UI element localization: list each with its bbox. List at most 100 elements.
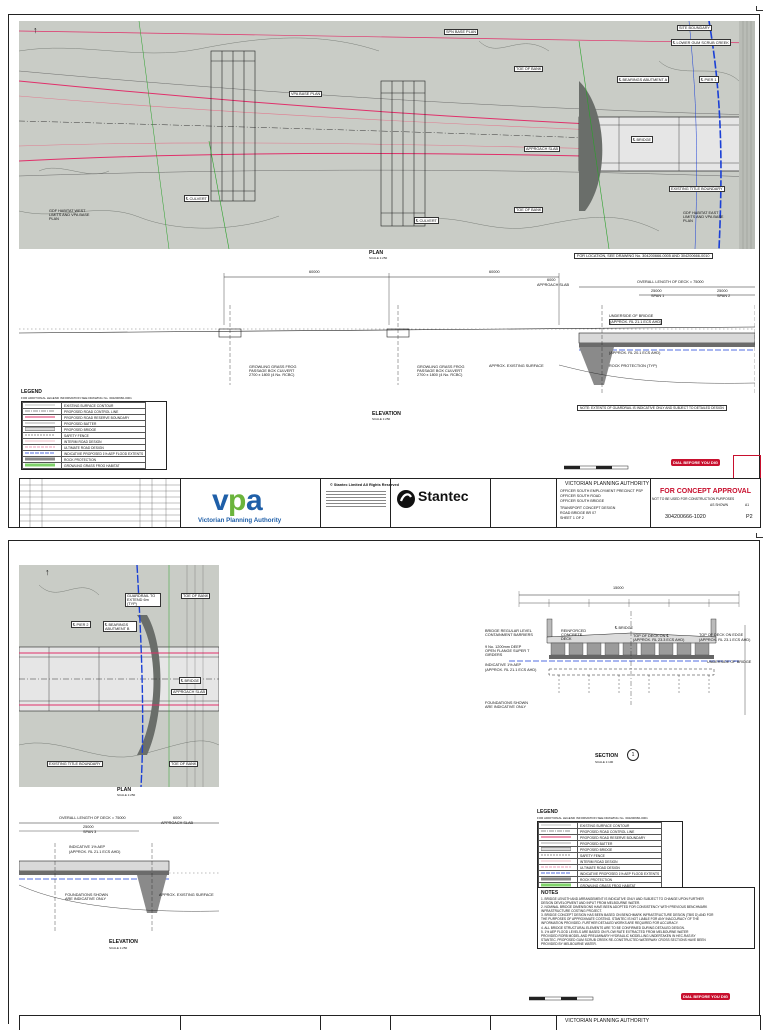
note-line: 4. ALL BRIDGE STRUCTURAL ELEMENTS ARE TO… — [541, 925, 685, 930]
note-line: 3. BRIDGE CONCEPT DESIGN HAS BEEN BASED … — [541, 913, 714, 918]
elevation-drawing — [19, 273, 755, 395]
label-lower-creek: ℄ LOWER GUM SCRUB CREEK — [671, 39, 731, 46]
note-line: INFRASTRUCTURE COSTING PROJECT. — [541, 908, 602, 913]
label-bearings-abutment-a: ℄ BEARINGS ABUTMENT A — [617, 76, 670, 83]
drawing-line-2: ROAD BRIDGE BR 07 — [560, 511, 597, 515]
label-site-boundary: SITE BOUNDARY — [677, 25, 712, 31]
vpa-logo-icon: v p a — [212, 484, 263, 516]
plan-scale-2: SCALE 1:250 — [117, 793, 136, 797]
notes-box: NOTES 1. BRIDGE LENGTH AND ARRANGEMENT I… — [537, 887, 755, 950]
crop-mark — [756, 533, 763, 538]
svg-text:p: p — [228, 484, 246, 516]
label-pier-2: ℄ PIER 2 — [71, 621, 91, 628]
label-approach-slab: APPROACH SLAB — [524, 146, 561, 152]
elev2-scale: SCALE 1:250 — [109, 946, 128, 950]
label-gdf-west: GDF HABITAT WEST LIMITS AND VPA BASE PLA… — [49, 209, 90, 221]
dial-before-you-dig-logo: DIAL BEFORE YOU DIG — [681, 993, 730, 1000]
client-name: VICTORIAN PLANNING AUTHORITY — [565, 481, 650, 487]
label-bearings-abutment-b: ℄ BEARINGS ABUTMENT B — [103, 621, 137, 632]
project-line-1: OFFICER SOUTH EMPLOYMENT PRECINCT PSP — [560, 489, 643, 493]
plan-title-2: PLAN — [117, 787, 132, 793]
legend2-subtitle: FOR ADDITIONAL LEGEND INFORMATION SEE DR… — [537, 816, 648, 820]
legend-subtitle: FOR ADDITIONAL LEGEND INFORMATION SEE DR… — [21, 396, 132, 400]
note-line: PROVIDED RORB MODEL AND PRELIMINARY HYDR… — [541, 933, 696, 938]
span-2-label: SPAN 2 — [717, 294, 731, 298]
label-approach-slab: APPROACH SLAB — [171, 689, 208, 695]
section-underside: UNDERSIDE OF BRIDGE — [707, 660, 752, 664]
elev2-overall-length: OVERALL LENGTH OF DECK = 75000 — [59, 816, 126, 820]
elevation-title: ELEVATION — [372, 411, 401, 417]
svg-text:v: v — [212, 484, 229, 516]
label-toe-of-bank: TOE OF BANK — [169, 761, 199, 767]
client-name-2: VICTORIAN PLANNING AUTHORITY — [565, 1018, 650, 1024]
section-overall-dim: 15000 — [613, 586, 624, 590]
section-top-deck: TOP OF DECK ON ℄ — [633, 634, 669, 638]
legend-table: EXISTING SURFACE CONTOUR PROPOSED ROAD C… — [21, 401, 167, 470]
guardrail-note: NOTE: EXTENTS OF GUARDRAIL IS INDICATIVE… — [577, 405, 727, 411]
section-top-deck-edge: TOP OF DECK ON EDGE — [699, 633, 744, 637]
elev2-title: ELEVATION — [109, 939, 138, 945]
label-vpa-base-plan: VPA BASE PLAN — [289, 91, 323, 97]
not-for-construction: NOT TO BE USED FOR CONSTRUCTION PURPOSES — [652, 497, 735, 501]
section-top-deck-rl: (APPROX. RL 23.3 ECS AHD) — [633, 638, 685, 642]
revision-table — [20, 479, 180, 527]
underside-of-bridge: UNDERSIDE OF BRIDGE — [609, 314, 654, 318]
vpa-name: Victorian Planning Authority — [198, 517, 282, 524]
label-bridge: ℄ BRIDGE — [631, 136, 654, 143]
elev2-approach-slab: APPROACH SLAB — [161, 821, 194, 825]
elevation-scale: SCALE 1:250 — [372, 417, 391, 421]
section-aep-rl: (APPROX. RL 21.1 ECS AHD) — [485, 668, 537, 672]
copyright-title: © Stantec Limited All Rights Reserved — [330, 483, 399, 487]
label-culvert: ℄ CULVERT — [414, 217, 439, 224]
crop-mark — [756, 6, 763, 11]
overall-length: OVERALL LENGTH OF DECK = 75000 — [637, 280, 704, 284]
legend-table-2: EXISTING SURFACE CONTOUR PROPOSED ROAD C… — [537, 821, 683, 890]
existing-surface-label: APPROX. EXISTING SURFACE — [489, 364, 544, 368]
concept-approval: FOR CONCEPT APPROVAL — [660, 488, 752, 495]
approx-rl: (APPROX. RL 20.1 ECS AHD) — [609, 351, 661, 355]
stantec-name: Stantec — [418, 488, 469, 504]
sheet-size: A1 — [745, 503, 750, 507]
dim-60000-b: 60000 — [489, 270, 500, 274]
section-foundations: FOUNDATIONS SHOWN ARE INDICATIVE ONLY — [485, 701, 528, 709]
plan-view: SPN BASE PLAN VPA BASE PLAN TOE OF BANK … — [19, 21, 755, 249]
section-top-deck-edge-rl: (APPROX. RL 23.1 ECS AHD) — [699, 638, 751, 642]
culvert-a-label: GROWLING GRASS FROG PASSAGE BOX CULVERT … — [249, 365, 297, 377]
project-line-2: OFFICER SOUTH ROAD — [560, 494, 601, 498]
label-approach-slab-elev: APPROACH SLAB — [537, 283, 570, 287]
elev2-aep: INDICATIVE 1% AEP — [69, 845, 106, 849]
label-pier-1: ℄ PIER 1 — [699, 76, 719, 83]
label-toe-of-bank: TOE OF BANK — [514, 66, 544, 72]
scale-bar — [564, 465, 629, 470]
section-scale: SCALE 1:100 — [595, 760, 614, 764]
label-toe-of-bank: TOE OF BANK — [181, 593, 211, 599]
dim-approach: 6000 — [547, 278, 556, 282]
span-1-dim: 25000 — [651, 289, 662, 293]
section-aep: INDICATIVE 1% AEP — [485, 663, 522, 667]
legend-item: GROWLING GRASS FROG HABITAT — [60, 462, 147, 469]
elev2-aep-rl: (APPROX. RL 21.1 ECS AHD) — [69, 850, 121, 854]
note-line: INFORMATION PROVIDED. FURTHER DETAILED W… — [541, 921, 679, 926]
note-line: 2. NOMINAL BRIDGE DIMENSIONS HAVE BEEN A… — [541, 904, 708, 909]
section-barriers: BRIDGE REGULAR LEVEL CONTAINMENT BARRIER… — [485, 629, 533, 637]
section-deck: REINFORCED CONCRETE DECK — [561, 629, 587, 641]
drawing-sheet-2: ↑ GUARDRAIL TO EXTEND 6m (TYP) TOE OF BA… — [8, 540, 761, 1030]
span-1-label: SPAN 1 — [651, 294, 665, 298]
label-guardrail: GUARDRAIL TO EXTEND 6m (TYP) — [125, 593, 161, 607]
label-existing-title-boundary: EXISTING TITLE BOUNDARY — [669, 186, 725, 192]
plan-drawing-2 — [19, 565, 219, 787]
rock-protection-label: ROCK PROTECTION (TYP) — [609, 364, 657, 368]
svg-text:a: a — [246, 484, 263, 516]
underside-rl: (APPROX. RL 21.1 ECS AHD) — [609, 319, 663, 325]
note-line: 5. 1% AEP FLOOD LEVELS ARE BASED ON FLOW… — [541, 929, 689, 934]
label-bridge: ℄ BRIDGE — [179, 677, 202, 684]
dial-before-you-dig-logo: DIAL BEFORE YOU DIG — [671, 459, 720, 466]
note-line: THE PURPOSES OF APPROXIMATE COSTING. STA… — [541, 917, 699, 922]
drawing-sheet-1: SPN BASE PLAN VPA BASE PLAN TOE OF BANK … — [8, 14, 761, 528]
elev2-span-dim: 25000 — [83, 825, 94, 829]
span-2-dim: 25000 — [717, 289, 728, 293]
section-id-bubble: 1 — [627, 749, 639, 761]
note-line: PROVIDED BY MELBOURNE WATER. — [541, 942, 597, 947]
stantec-logo-icon — [397, 490, 415, 508]
elev2-existing-surface: APPROX. EXISTING SURFACE — [159, 893, 214, 897]
